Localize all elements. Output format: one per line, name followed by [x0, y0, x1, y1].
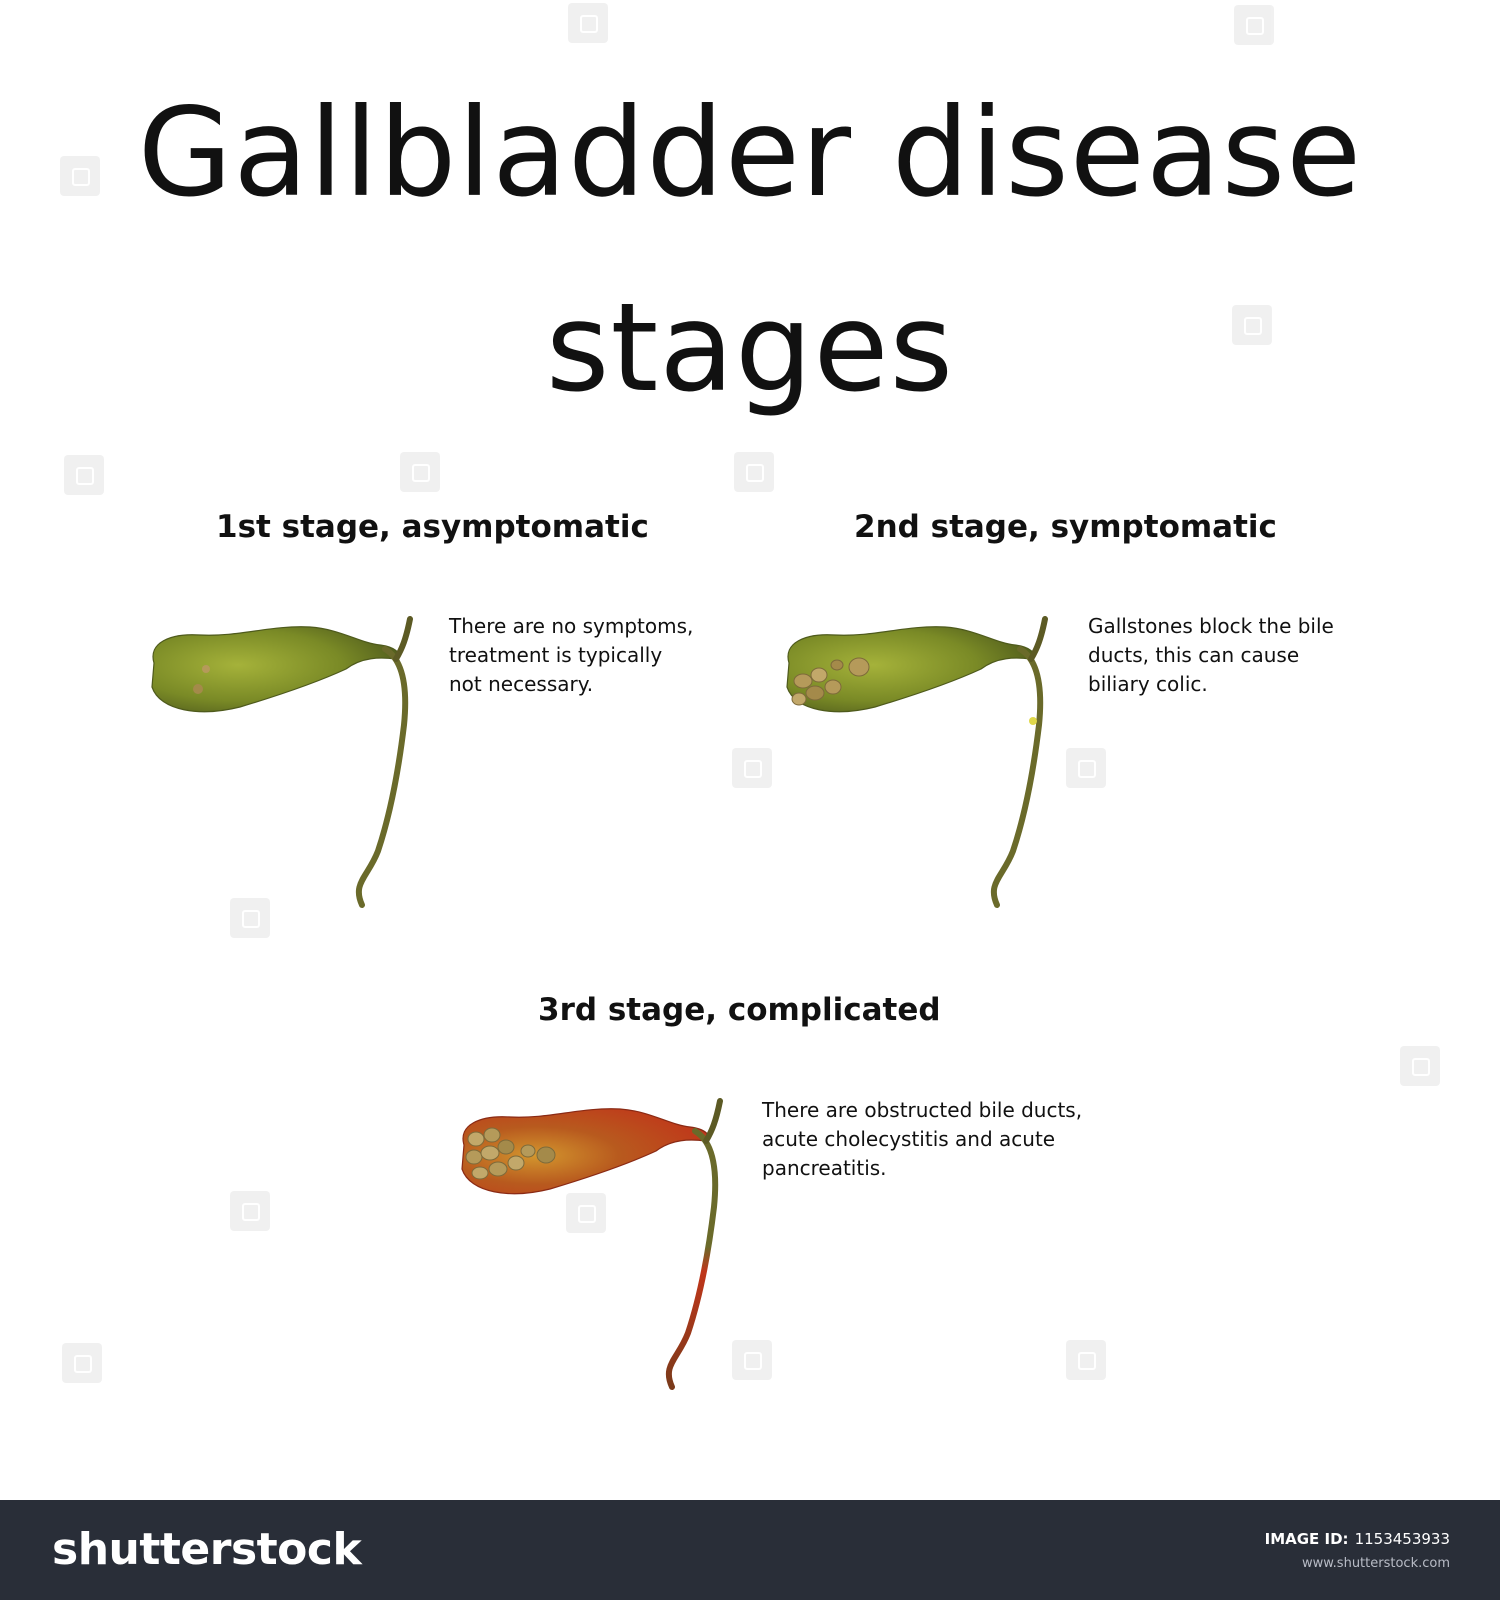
- watermark-badge: [732, 1340, 772, 1380]
- site-url-link[interactable]: www.shutterstock.com: [1301, 1556, 1450, 1571]
- stage-2-gallbladder-illustration: [786, 616, 1048, 908]
- stage-3-gallbladder-illustration: [461, 1098, 723, 1390]
- stage-1-small-spot: [193, 684, 203, 694]
- stage-1-small-spot: [202, 665, 210, 673]
- watermark-badge: [64, 455, 104, 495]
- stage-1-description-line: There are no symptoms,: [449, 614, 694, 638]
- stage-3-description-line: There are obstructed bile ducts,: [762, 1098, 1083, 1122]
- stage-3-heading: 3rd stage, complicated: [538, 992, 941, 1028]
- stage-2-heading: 2nd stage, symptomatic: [854, 509, 1277, 545]
- watermark-badge: [1400, 1046, 1440, 1086]
- stage-3-description: There are obstructed bile ducts, acute c…: [762, 1096, 1122, 1183]
- stage-2-description-line: biliary colic.: [1088, 672, 1208, 696]
- image-id-label: IMAGE ID:: [1264, 1530, 1349, 1548]
- stage-3-cystic-duct: [665, 1128, 719, 1390]
- stage-2-description: Gallstones block the bile ducts, this ca…: [1088, 612, 1378, 699]
- watermark-badge: [60, 156, 100, 196]
- title-line-2: stages: [545, 277, 955, 419]
- stage-3-description-line: acute cholecystitis and acute: [762, 1127, 1056, 1151]
- footer-brand-logo[interactable]: shutterstock: [52, 1524, 362, 1575]
- watermark-badge: [1066, 1340, 1106, 1380]
- stage-1-heading: 1st stage, asymptomatic: [216, 509, 649, 545]
- stage-1-hepatic-duct: [393, 616, 413, 662]
- stage-1-description: There are no symptoms, treatment is typi…: [449, 612, 739, 699]
- watermark-badge: [1232, 305, 1272, 345]
- watermark-badge: [1234, 5, 1274, 45]
- stage-2-blocked-duct-spot: [1029, 717, 1037, 725]
- stage-2-description-line: Gallstones block the bile: [1088, 614, 1334, 638]
- image-id-value: 1153453933: [1354, 1530, 1450, 1548]
- stage-2-cystic-duct: [990, 646, 1044, 908]
- stage-1-description-line: treatment is typically: [449, 643, 663, 667]
- watermark-badge: [732, 748, 772, 788]
- stage-3-hepatic-duct: [703, 1098, 723, 1144]
- stage-2-description-line: ducts, this can cause: [1088, 643, 1300, 667]
- stage-2-gallstones: [791, 657, 870, 706]
- watermark-badge: [734, 452, 774, 492]
- stage-1-gallbladder-body: [151, 626, 399, 713]
- watermark-badge: [62, 1343, 102, 1383]
- stage-3-description-line: pancreatitis.: [762, 1156, 887, 1180]
- title-line-1: Gallbladder disease: [137, 82, 1363, 224]
- watermark-badge: [400, 452, 440, 492]
- stage-3-gallstones: [465, 1127, 556, 1180]
- footer-bar: shutterstock IMAGE ID: 1153453933 www.shu…: [0, 1500, 1500, 1600]
- stage-1-description-line: not necessary.: [449, 672, 594, 696]
- watermark-badge: [566, 1193, 606, 1233]
- watermark-badge: [230, 898, 270, 938]
- watermark-badge: [568, 3, 608, 43]
- watermark-badge: [230, 1191, 270, 1231]
- image-id: IMAGE ID: 1153453933: [1265, 1530, 1450, 1548]
- stage-1-cystic-duct: [355, 646, 409, 908]
- stage-2-hepatic-duct: [1028, 616, 1048, 662]
- stage-1-gallbladder-illustration: [151, 616, 413, 908]
- watermark-badge: [1066, 748, 1106, 788]
